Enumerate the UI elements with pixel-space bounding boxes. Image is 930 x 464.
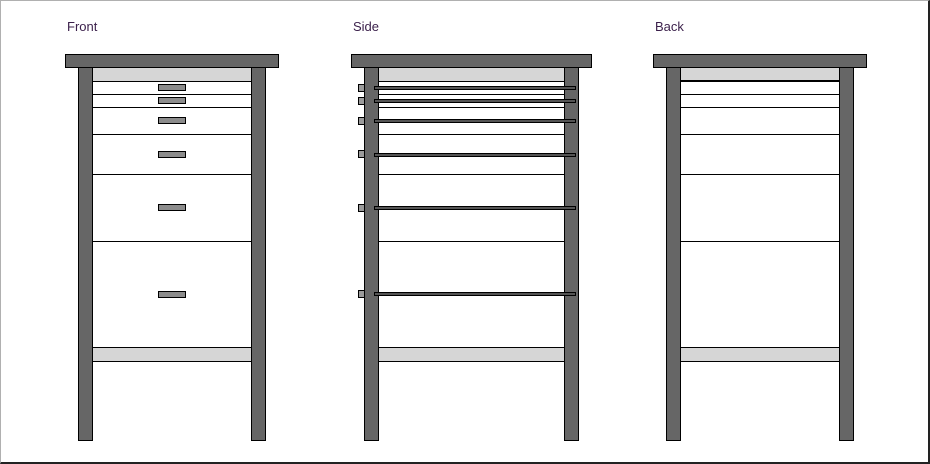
drawer-runner [374, 292, 576, 296]
front-view-label: Front [67, 19, 98, 34]
back-bottom-stretcher [679, 347, 841, 362]
drawer-divider [377, 94, 565, 95]
drawer-divider [377, 174, 565, 175]
handle-profile [358, 290, 365, 298]
side-top-panel [377, 66, 565, 82]
drawer-divider [91, 134, 253, 135]
side-bottom-stretcher [377, 347, 565, 362]
drawer-divider [91, 174, 253, 175]
drawer-divider [91, 107, 253, 108]
handle-profile [358, 204, 365, 212]
front-tabletop [65, 54, 279, 68]
drawer-handle [158, 97, 186, 104]
drawer-divider [679, 134, 841, 135]
front-bottom-stretcher [91, 347, 253, 362]
front-left-leg [78, 66, 93, 441]
drawer-handle [158, 117, 186, 124]
drawer-divider [679, 94, 841, 95]
drawer-divider [377, 107, 565, 108]
drawer-handle [158, 204, 186, 211]
front-drawer-area [91, 81, 253, 347]
drawer-divider [679, 174, 841, 175]
front-right-leg [251, 66, 266, 441]
handle-profile [358, 97, 365, 105]
drawer-handle [158, 291, 186, 298]
side-view-label: Side [353, 19, 380, 34]
drawer-divider [377, 241, 565, 242]
back-tabletop [653, 54, 867, 68]
drawer-divider [377, 81, 565, 82]
drawer-divider [91, 241, 253, 242]
drawer-handle [158, 84, 186, 91]
handle-profile [358, 84, 365, 92]
drawer-divider [377, 134, 565, 135]
handle-profile [358, 150, 365, 158]
drawer-runner [374, 86, 576, 90]
drawer-divider [679, 107, 841, 108]
handle-profile [358, 117, 365, 125]
back-view-label: Back [655, 19, 684, 34]
drawer-handle [158, 151, 186, 158]
back-panel-edge [679, 80, 841, 82]
front-top-panel [91, 66, 253, 82]
back-right-leg [839, 66, 854, 441]
side-tabletop [351, 54, 592, 68]
drawer-runner [374, 206, 576, 210]
drawer-runner [374, 119, 576, 123]
drawer-divider [91, 94, 253, 95]
drawer-runner [374, 153, 576, 157]
back-left-leg [666, 66, 681, 441]
drawer-divider [91, 81, 253, 82]
drawer-divider [679, 241, 841, 242]
drawer-runner [374, 99, 576, 103]
